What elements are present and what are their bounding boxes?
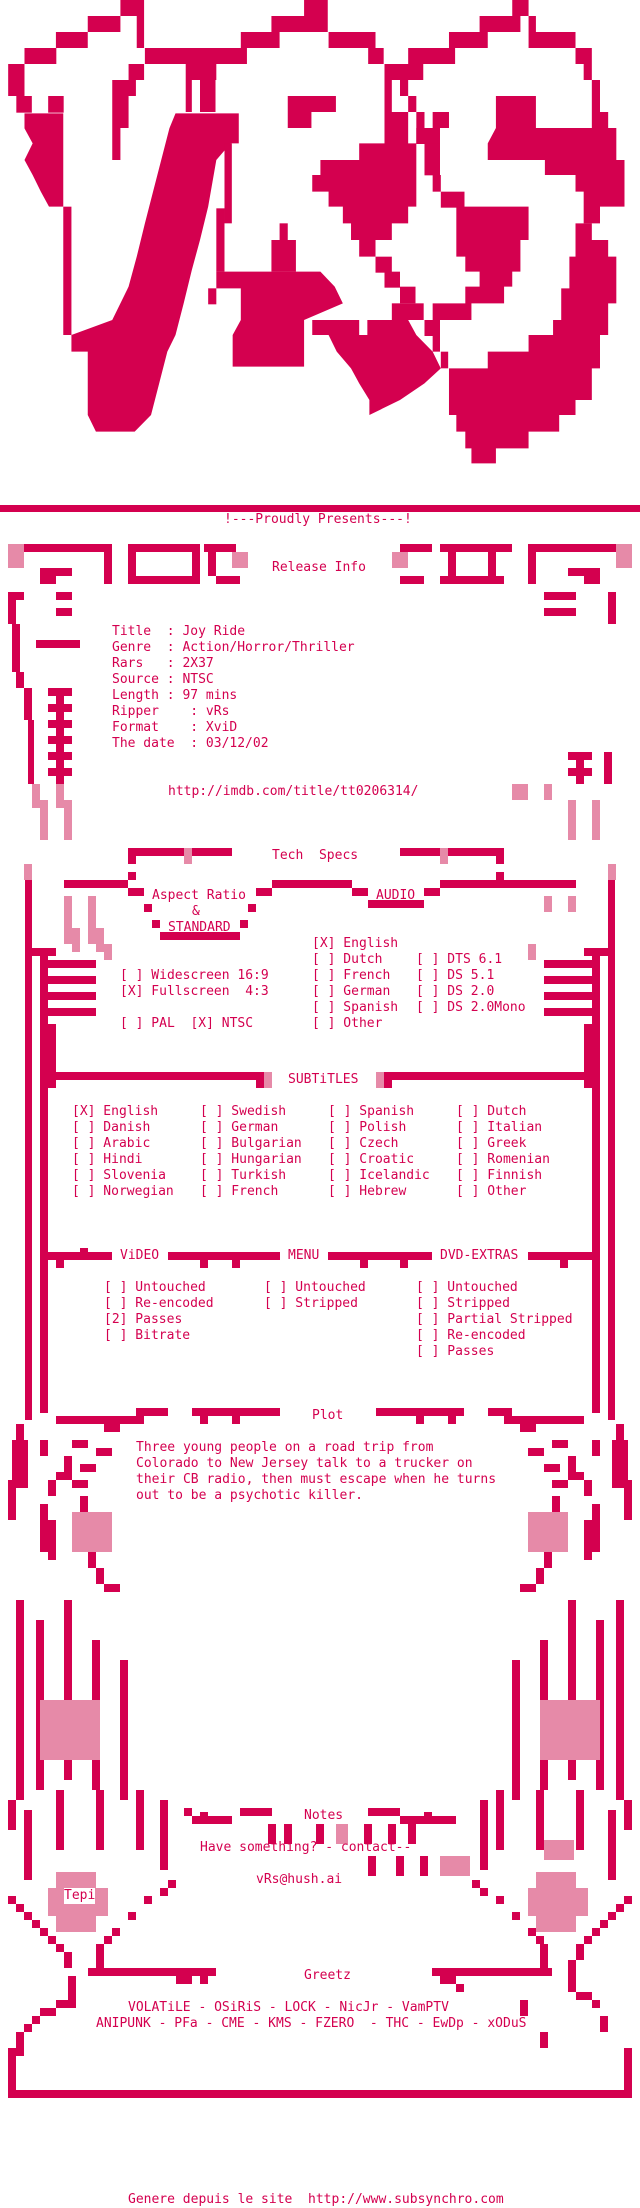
vrs-logo	[8, 0, 625, 464]
release-row-genre: Genre : Action/Horror/Thriller	[112, 640, 355, 655]
release-row-date: The date : 03/12/02	[112, 736, 269, 751]
menu-option: [ ] Untouched	[264, 1280, 366, 1295]
audio-french: [ ] French	[312, 968, 391, 983]
signature-tepi: Tepi	[64, 1888, 96, 1904]
extras-option: [ ] Partial Stripped	[416, 1312, 573, 1327]
audio-ds20: [ ] DS 2.0	[416, 984, 495, 999]
dvd-extras-heading: DVD-EXTRAS	[440, 1248, 519, 1263]
audio-english: [X] English	[312, 936, 399, 951]
subtitle-option: [ ] Hungarian	[200, 1152, 302, 1167]
subtitle-option: [ ] Croatic	[328, 1152, 415, 1167]
audio-ds51: [ ] DS 5.1	[416, 968, 495, 983]
imdb-link[interactable]: http://imdb.com/title/tt0206314/	[168, 784, 419, 799]
extras-option: [ ] Untouched	[416, 1280, 518, 1295]
menu-heading: MENU	[288, 1248, 320, 1263]
subtitle-option: [ ] Hebrew	[328, 1184, 407, 1199]
subtitle-option: [ ] Swedish	[200, 1104, 287, 1119]
subtitle-option: [ ] Danish	[72, 1120, 151, 1135]
subtitle-option: [ ] Other	[456, 1184, 527, 1199]
audio-spanish: [ ] Spanish	[312, 1000, 399, 1015]
release-row-length: Length : 97 mins	[112, 688, 238, 703]
subtitle-option: [ ] German	[200, 1120, 279, 1135]
release-info-heading: Release Info	[272, 560, 366, 575]
subtitle-option: [ ] Dutch	[456, 1104, 527, 1119]
plot-heading: Plot	[312, 1408, 344, 1423]
extras-option: [ ] Stripped	[416, 1296, 510, 1311]
greetz-line-2: ANIPUNK - PFa - CME - KMS - FZERO - THC …	[96, 2016, 527, 2031]
audio-dutch: [ ] Dutch	[312, 952, 383, 967]
notes-email[interactable]: vRs@hush.ai	[256, 1872, 343, 1887]
subtitle-option: [ ] Arabic	[72, 1136, 151, 1151]
subtitle-option: [ ] Greek	[456, 1136, 527, 1151]
video-heading: ViDEO	[120, 1248, 160, 1263]
standard-options: [ ] PAL [X] NTSC	[120, 1016, 254, 1031]
aspect-widescreen: [ ] Widescreen 16:9	[120, 968, 269, 983]
subtitle-option: [ ] Italian	[456, 1120, 543, 1135]
ampersand: &	[192, 904, 200, 919]
footer-credit: Genere depuis le site http://www.subsync…	[128, 2192, 504, 2207]
audio-heading: AUDIO	[376, 888, 416, 903]
subtitle-option: [ ] Czech	[328, 1136, 399, 1151]
video-option: [ ] Untouched	[104, 1280, 206, 1295]
video-option: [ ] Bitrate	[104, 1328, 191, 1343]
subtitle-option: [ ] Bulgarian	[200, 1136, 302, 1151]
aspect-ratio-heading: Aspect Ratio	[152, 888, 246, 903]
greetz-line-1: VOLATiLE - OSiRiS - LOCK - NicJr - VamPT…	[128, 2000, 449, 2015]
aspect-fullscreen: [X] Fullscreen 4:3	[120, 984, 269, 999]
greetz-heading: Greetz	[304, 1968, 351, 1983]
subtitle-option: [X] English	[72, 1104, 159, 1119]
audio-other: [ ] Other	[312, 1016, 383, 1031]
subtitle-option: [ ] Finnish	[456, 1168, 543, 1183]
extras-option: [ ] Passes	[416, 1344, 495, 1359]
audio-german: [ ] German	[312, 984, 391, 999]
audio-ds20mono: [ ] DS 2.0Mono	[416, 1000, 526, 1015]
release-row-rars: Rars : 2X37	[112, 656, 214, 671]
subtitle-option: [ ] Hindi	[72, 1152, 143, 1167]
subtitles-heading: SUBTiTLES	[288, 1072, 359, 1087]
subtitle-option: [ ] Spanish	[328, 1104, 415, 1119]
proudly-presents: !---Proudly Presents---!	[224, 512, 412, 527]
release-row-source: Source : NTSC	[112, 672, 214, 687]
standard-heading: STANDARD	[168, 920, 231, 935]
subtitle-option: [ ] Polish	[328, 1120, 407, 1135]
tech-specs-heading: Tech Specs	[272, 848, 359, 863]
notes-contact: Have something? - contact--	[200, 1840, 412, 1855]
menu-option: [ ] Stripped	[264, 1296, 358, 1311]
release-row-title: Title : Joy Ride	[112, 624, 246, 639]
subtitle-option: [ ] Norwegian	[72, 1184, 174, 1199]
plot-line-4: out to be a psychotic killer.	[136, 1488, 363, 1503]
plot-line-2: Colorado to New Jersey talk to a trucker…	[136, 1456, 473, 1471]
subtitle-option: [ ] French	[200, 1184, 279, 1199]
video-option: [2] Passes	[104, 1312, 183, 1327]
video-option: [ ] Re-encoded	[104, 1296, 214, 1311]
release-row-ripper: Ripper : vRs	[112, 704, 230, 719]
subtitle-option: [ ] Icelandic	[328, 1168, 430, 1183]
plot-line-1: Three young people on a road trip from	[136, 1440, 434, 1455]
plot-line-3: their CB radio, then must escape when he…	[136, 1472, 497, 1487]
notes-heading: Notes	[304, 1808, 344, 1823]
subtitle-option: [ ] Slovenia	[72, 1168, 166, 1183]
release-row-format: Format : XviD	[112, 720, 238, 735]
audio-dts61: [ ] DTS 6.1	[416, 952, 503, 967]
subtitle-option: [ ] Romenian	[456, 1152, 550, 1167]
extras-option: [ ] Re-encoded	[416, 1328, 526, 1343]
subtitle-option: [ ] Turkish	[200, 1168, 287, 1183]
